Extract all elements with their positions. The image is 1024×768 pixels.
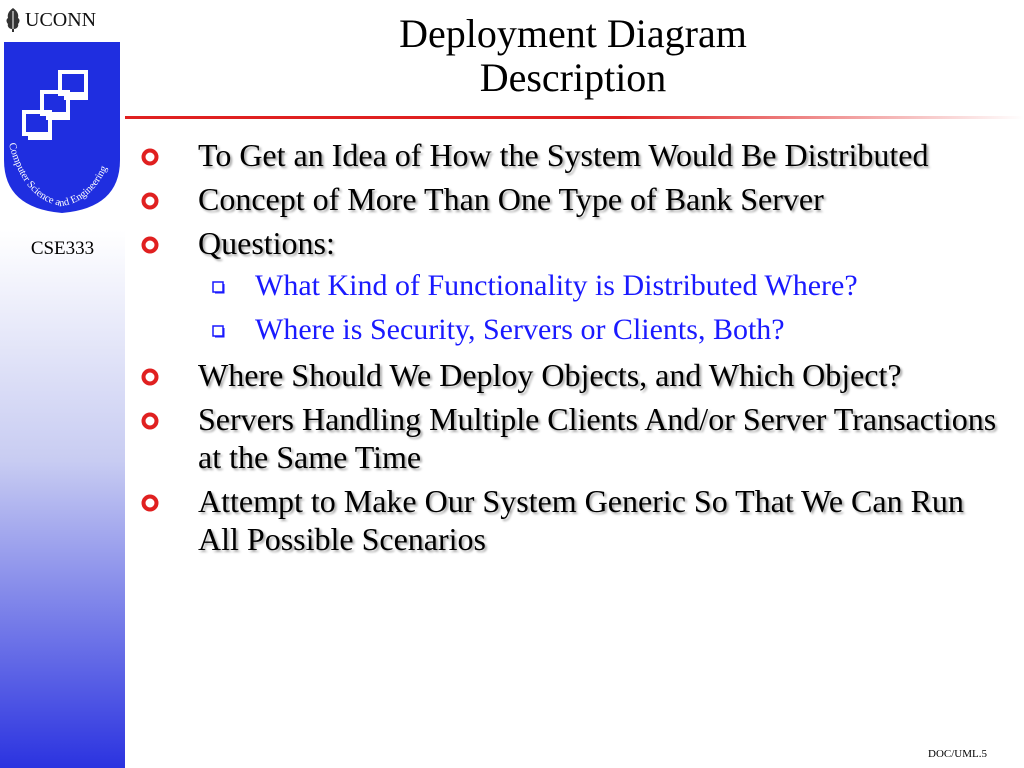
slide-content: To Get an Idea of How the System Would B… [140, 136, 1010, 564]
sub-bullet-text: Where is Security, Servers or Clients, B… [255, 313, 785, 346]
bullet-item: Servers Handling Multiple Clients And/or… [140, 400, 1010, 476]
sub-bullet-item: What Kind of Functionality is Distribute… [140, 268, 1010, 304]
bullet-item: To Get an Idea of How the System Would B… [140, 136, 1010, 174]
sub-bullet-text: What Kind of Functionality is Distribute… [255, 269, 858, 302]
slide-footer: DOC/UML.5 [928, 748, 987, 760]
red-ring-icon [141, 148, 159, 166]
bullet-text: Servers Handling Multiple Clients And/or… [198, 401, 997, 475]
red-ring-icon [141, 412, 159, 430]
uconn-text: UCONN [25, 8, 97, 31]
course-label: CSE333 [30, 238, 95, 259]
bullet-text: Questions: [198, 225, 335, 261]
red-ring-icon [141, 236, 159, 254]
sidebar: UCONN Computer Science and Engineering C… [0, 0, 125, 768]
slide-title: Deployment Diagram Description [300, 12, 846, 100]
bullet-text: Where Should We Deploy Objects, and Whic… [198, 357, 902, 393]
hollow-square-icon [212, 325, 225, 338]
red-ring-icon [141, 494, 159, 512]
hollow-square-icon [212, 281, 225, 294]
stacked-computers-icon [22, 70, 88, 140]
title-divider [125, 116, 1024, 119]
bullet-text: Attempt to Make Our System Generic So Th… [198, 483, 964, 557]
oak-leaf-icon [6, 8, 20, 32]
uconn-wordmark: UCONN [4, 6, 96, 34]
bullet-item: Where Should We Deploy Objects, and Whic… [140, 356, 1010, 394]
red-ring-icon [141, 192, 159, 210]
sub-bullet-item: Where is Security, Servers or Clients, B… [140, 312, 1010, 348]
bullet-item: Attempt to Make Our System Generic So Th… [140, 482, 1010, 558]
slide-title-line2: Description [479, 55, 667, 100]
bullet-text: To Get an Idea of How the System Would B… [198, 137, 929, 173]
bullet-item: Concept of More Than One Type of Bank Se… [140, 180, 1010, 218]
bullet-item: Questions: [140, 224, 1010, 262]
red-ring-icon [141, 368, 159, 386]
slide-title-line1: Deployment Diagram [399, 11, 747, 56]
cse-department-logo: Computer Science and Engineering [4, 42, 120, 213]
bullet-text: Concept of More Than One Type of Bank Se… [198, 181, 824, 217]
